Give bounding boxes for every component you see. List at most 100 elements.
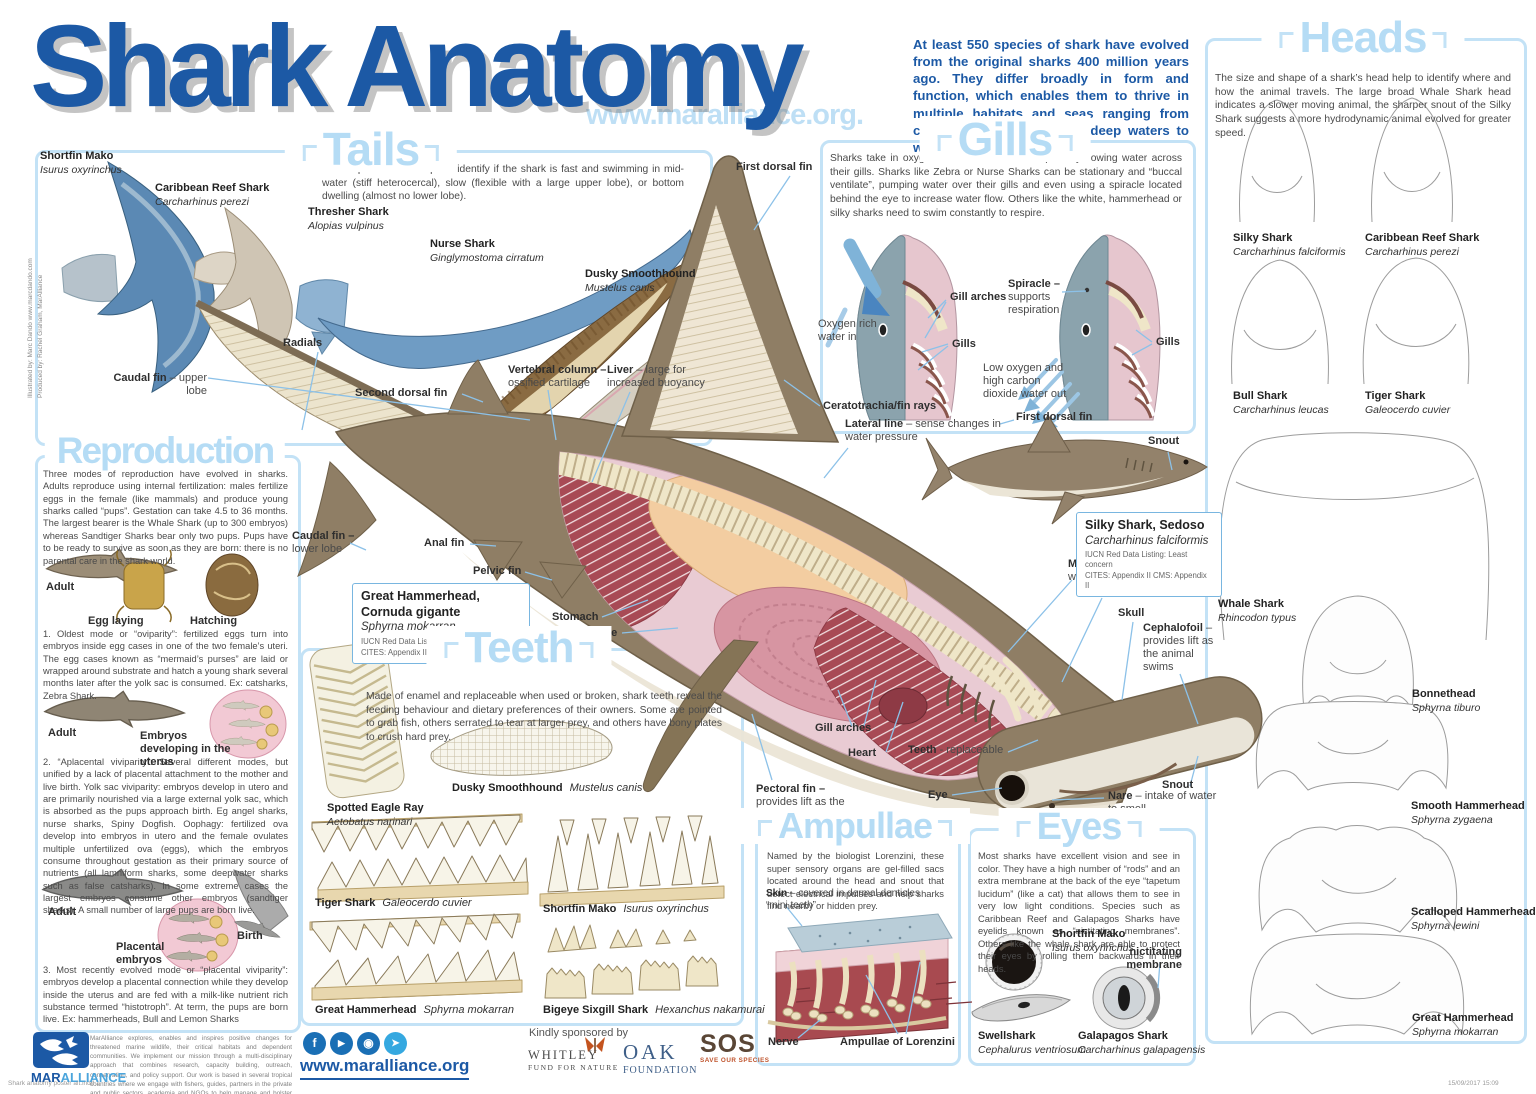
gills-label-water-out: Low oxygen and high carbon dioxide water…: [983, 362, 1067, 400]
label-silky-snout: Snout: [1148, 435, 1180, 447]
gills-label-gills-right: Gills: [1156, 336, 1180, 348]
label-snout-hammer: Snout: [1162, 779, 1194, 791]
youtube-icon[interactable]: ▶: [330, 1032, 353, 1055]
twitter-icon[interactable]: ➤: [384, 1032, 407, 1055]
ampullae-label-lorenzini: Ampullae of Lorenzini: [840, 1036, 955, 1048]
species-iucn: IUCN Red Data Listing: Least concern: [1085, 550, 1188, 569]
label-ceratotrachia: Ceratotrachia/fin rays: [823, 400, 937, 412]
tails-title: Tails: [284, 126, 458, 172]
reproduction-mode1: 1. Oldest mode or “oviparity”: fertilize…: [43, 629, 288, 701]
page-title: Shark Anatomy: [30, 1, 805, 131]
reproduction-intro: Three modes of reproduction have evolved…: [43, 469, 288, 566]
label-skull: Skull: [1118, 607, 1145, 619]
illustration-credits: Illustrated by: Marc Dando www.marcdando…: [26, 258, 46, 398]
label-silky-first-dorsal: First dorsal fin: [1016, 411, 1093, 423]
label-gill-arches-central: Gill arches: [815, 722, 872, 734]
label-caudal-upper: Caudal fin – upper lobe: [113, 372, 207, 397]
label-teeth-replaceable: Teeth - replaceable: [908, 744, 1004, 756]
instagram-icon[interactable]: ◉: [357, 1032, 380, 1055]
teeth-title: Teeth: [426, 626, 612, 670]
repro-caption-adult-2: Adult: [48, 727, 77, 739]
website-watermark: www.maralliance.org.: [586, 99, 864, 131]
gills-label-gill-arches: Gill arches: [950, 291, 1007, 303]
species-name: Great Hammerhead, Cornuda gigante: [361, 589, 480, 619]
repro-caption-placental: Placental embryos: [116, 941, 165, 966]
print-mark-left: Shark anatomy poster alt.indd 1: [8, 1080, 100, 1087]
repro-caption-egg-laying: Egg laying: [88, 615, 144, 627]
heads-title: Heads: [1261, 16, 1465, 60]
species-name: Silky Shark, Sedoso: [1085, 518, 1205, 532]
gills-label-gills-left: Gills: [952, 338, 976, 350]
label-caudal-lower: Caudal fin – lower lobe: [292, 530, 355, 555]
label-liver: Liver – large for increased buoyancy: [607, 364, 705, 389]
eyes-title: Eyes: [998, 808, 1160, 846]
mission-statement: MarAlliance explores, enables and inspir…: [90, 1035, 292, 1094]
maralliance-logo-icon: [33, 1032, 89, 1068]
label-cephalofoil: Cephalofoil – provides lift as the anima…: [1143, 622, 1214, 673]
eyes-label-nictitating-membrane: nictitating membrane: [1126, 946, 1182, 971]
label-first-dorsal-main: First dorsal fin: [736, 161, 813, 173]
sponsored-by-label: Kindly sponsored by: [529, 1027, 629, 1039]
credit-illustrated: Illustrated by: Marc Dando www.marcdando…: [27, 258, 34, 398]
footer-website-link[interactable]: www.maralliance.org: [300, 1056, 470, 1080]
repro-caption-hatching: Hatching: [190, 615, 238, 627]
gills-title: Gills: [919, 116, 1091, 162]
ampullae-title: Ampullae: [739, 808, 971, 844]
silky-shark-infobox: Silky Shark, Sedoso Carcharhinus falcifo…: [1076, 512, 1222, 597]
repro-caption-embryos: Embryos developing in the uterus: [140, 730, 231, 768]
sponsor-whitley: WHITLEY FUND FOR NATURE: [528, 1048, 619, 1072]
species-cites: CITES: Appendix II CMS: Appendix II: [1085, 571, 1207, 591]
sponsor-oak: OAK FOUNDATION: [623, 1040, 698, 1076]
reproduction-title: Reproduction: [44, 432, 286, 469]
gills-label-spiracle: Spiracle – supports respiration: [1008, 278, 1060, 316]
reproduction-mode2: 2. “Aplacental viviparity”: Several diff…: [43, 757, 288, 916]
species-latin: Carcharhinus falciformis: [1085, 534, 1209, 547]
maralliance-logo-text: MARALLIANCE: [31, 1070, 127, 1085]
label-second-dorsal: Second dorsal fin: [355, 387, 448, 399]
repro-caption-adult-3: Adult: [48, 906, 77, 918]
repro-caption-adult-1: Adult: [46, 581, 75, 593]
facebook-icon[interactable]: f: [303, 1032, 326, 1055]
repro-caption-birth: Birth: [237, 930, 263, 942]
label-anal-fin: Anal fin: [424, 537, 465, 549]
label-pelvic-fin: Pelvic fin: [473, 565, 522, 577]
reproduction-mode3: 3. Most recently evolved mode or “placen…: [43, 965, 288, 1025]
heads-panel: [1205, 38, 1527, 1044]
ampullae-label-nerve: Nerve: [768, 1036, 799, 1048]
teeth-description: Made of enamel and replaceable when used…: [366, 691, 722, 744]
sponsor-sos: SOS SAVE OUR SPECIES: [700, 1030, 770, 1065]
label-heart: Heart: [848, 747, 877, 759]
bracket-right: [425, 144, 440, 161]
heads-description: The size and shape of a shark’s head hel…: [1215, 73, 1511, 139]
print-mark-right: 15/09/2017 15:09: [1448, 1080, 1499, 1087]
label-lateral-line: Lateral line – sense changes in water pr…: [845, 418, 1001, 443]
bracket-left: [302, 144, 317, 161]
ampullae-label-skin: Skin – covered in dermal denticles “mini…: [766, 888, 920, 911]
label-radials: Radials: [283, 337, 323, 349]
gills-label-oxygen-in: Oxygen rich water in: [818, 318, 877, 343]
credit-produced: Produced by: Rachel Graham, MarAlliance: [36, 274, 44, 398]
